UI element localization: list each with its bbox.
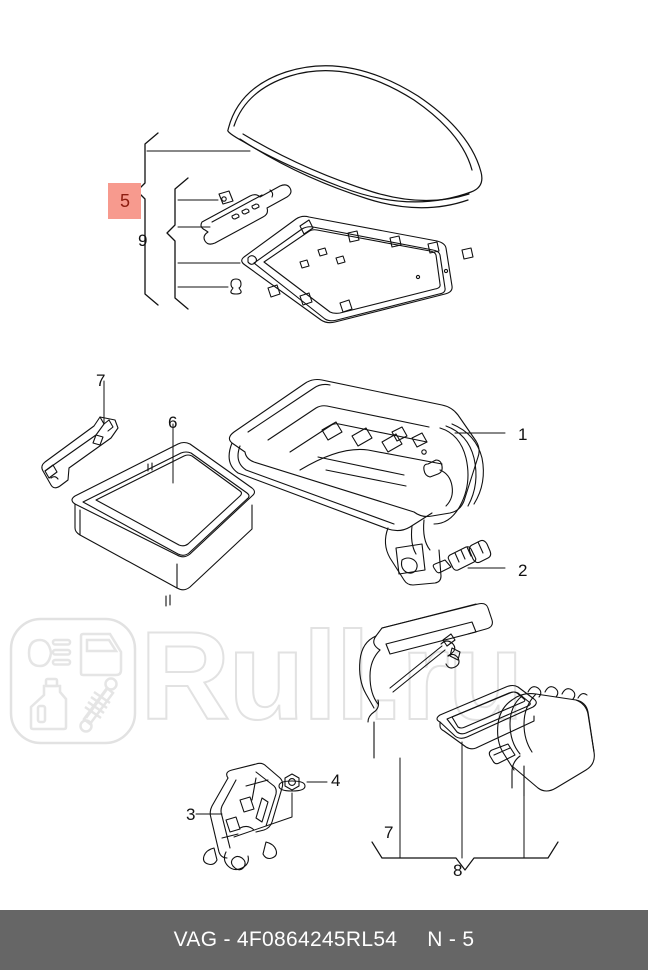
- leader-4: [233, 781, 328, 838]
- diagram-area: Rull.ru: [9, 65, 595, 880]
- brace-5: [136, 132, 159, 306]
- u-bracket-part: [202, 762, 284, 871]
- small-clip-part: [218, 190, 234, 205]
- callout-4[interactable]: 4: [331, 771, 341, 790]
- gasket-seal-part: [436, 684, 537, 750]
- brace-9: [166, 177, 189, 310]
- page-ref-label: N - 5: [427, 928, 475, 951]
- callout-5[interactable]: 5: [108, 183, 142, 219]
- callout-7-top[interactable]: 7: [96, 371, 106, 390]
- callout-8[interactable]: 8: [453, 861, 463, 880]
- bolt-part: [432, 539, 492, 574]
- callout-6[interactable]: 6: [168, 413, 178, 432]
- upper-cover-part: [359, 602, 493, 759]
- leaders-8: [399, 741, 525, 859]
- footer-bar: VAG - 4F0864245RL54 N - 5: [0, 910, 648, 970]
- technical-line-art: [41, 65, 595, 871]
- leader-lines-top: [146, 150, 251, 288]
- brace-8: [371, 841, 559, 871]
- part-code-label: VAG - 4F0864245RL54: [173, 928, 398, 951]
- callout-2[interactable]: 2: [518, 561, 528, 580]
- callout-1[interactable]: 1: [518, 425, 528, 444]
- callout-3[interactable]: 3: [186, 805, 196, 824]
- trim-frame-part: [241, 215, 474, 324]
- right-cover-part: [488, 686, 595, 797]
- hex-nut-part: [278, 773, 306, 792]
- storage-tray-part: [71, 441, 256, 607]
- callout-9[interactable]: 9: [138, 231, 148, 250]
- console-body-part: [228, 378, 484, 586]
- side-trim-part: [41, 416, 119, 489]
- armrest-lid-part: [227, 65, 483, 209]
- hinge-bar-part: [200, 184, 292, 245]
- callout-7-bottom[interactable]: 7: [384, 823, 394, 842]
- grommet-part: [230, 278, 242, 295]
